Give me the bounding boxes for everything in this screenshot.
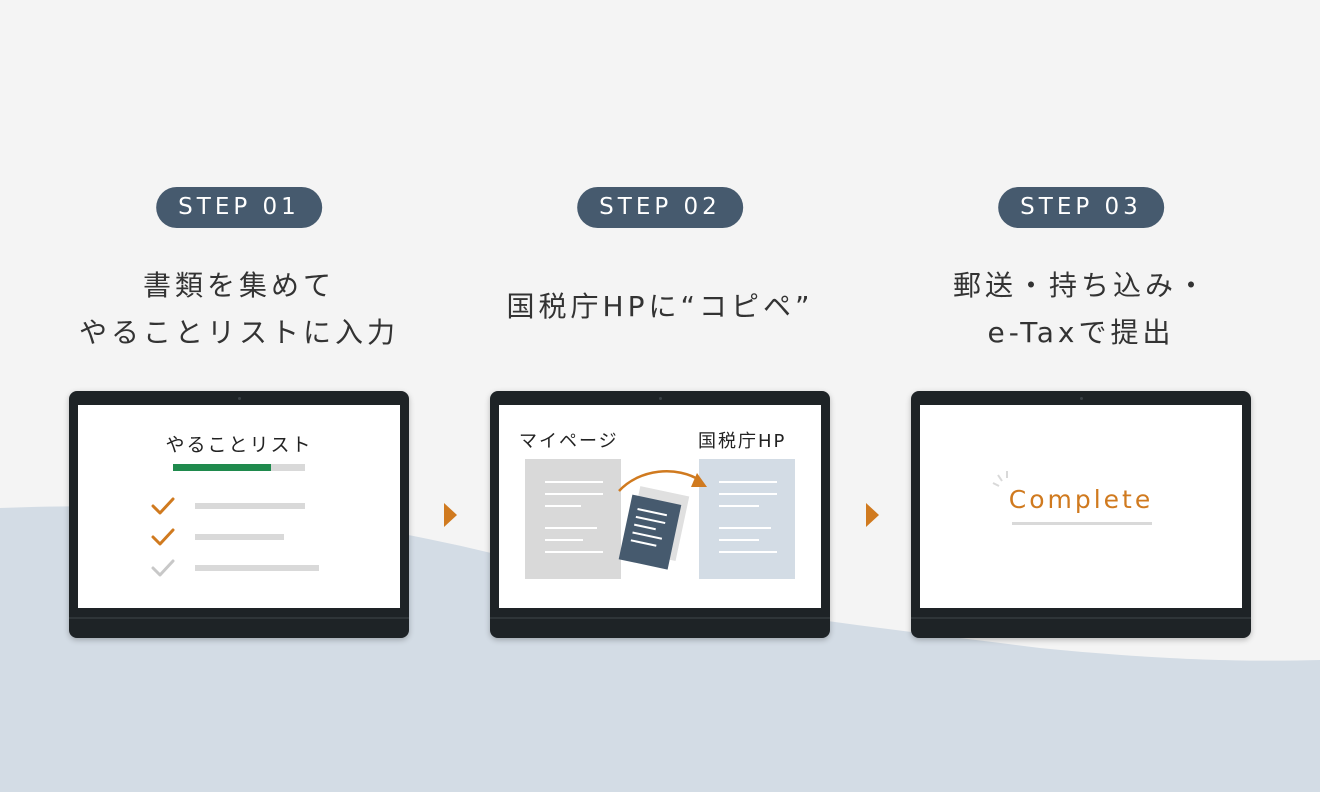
laptop-screen: マイページ 国税庁HP <box>499 405 821 608</box>
camera-dot <box>238 397 241 400</box>
step-02: STEP 02 国税庁HPに“コピペ” マイページ 国税庁HP <box>490 0 830 792</box>
laptop-screen: やることリスト <box>78 405 400 608</box>
laptop: Complete <box>911 391 1251 638</box>
arrow-right-icon <box>866 503 879 527</box>
todo-item <box>150 557 330 579</box>
camera-dot <box>1080 397 1083 400</box>
mypage-label: マイページ <box>519 431 619 452</box>
arrow-right-icon <box>444 503 457 527</box>
todo-item-line <box>195 565 319 571</box>
step-03: STEP 03 郵送・持ち込み・ e-Taxで提出 Complete <box>911 0 1251 792</box>
camera-dot <box>659 397 662 400</box>
todo-item-line <box>195 534 284 540</box>
source-document <box>525 459 621 579</box>
step-title-line2: e-Taxで提出 <box>987 316 1175 349</box>
nta-hp-label: 国税庁HP <box>698 431 787 452</box>
step-01: STEP 01 書類を集めて やることリストに入力 やることリスト <box>69 0 409 792</box>
todo-item <box>150 526 330 548</box>
todo-list-heading: やることリスト <box>165 434 313 456</box>
check-icon <box>151 528 175 546</box>
step-title-line1: 郵送・持ち込み・ <box>952 269 1209 302</box>
progress-bar-fill <box>173 464 271 471</box>
laptop: マイページ 国税庁HP <box>490 391 830 638</box>
laptop: やることリスト <box>69 391 409 638</box>
curved-arrow-icon <box>618 470 707 492</box>
laptop-hinge <box>490 617 830 619</box>
laptop-hinge <box>69 617 409 619</box>
complete-underline <box>1012 522 1152 525</box>
step-title-line1: 書類を集めて <box>142 269 335 302</box>
step-badge: STEP 01 <box>156 187 322 228</box>
progress-bar <box>173 464 305 471</box>
check-icon <box>151 559 175 577</box>
step-badge: STEP 02 <box>577 187 743 228</box>
copied-document-icon <box>618 486 690 570</box>
todo-item <box>150 495 330 517</box>
step-title-line2: やることリストに入力 <box>78 316 399 349</box>
todo-item-line <box>195 503 305 509</box>
step-badge: STEP 03 <box>998 187 1164 228</box>
complete-status-text: Complete <box>1008 485 1154 514</box>
laptop-screen: Complete <box>920 405 1242 608</box>
sparkle-icon <box>992 471 1008 487</box>
destination-document <box>699 459 795 579</box>
step-title: 国税庁HPに“コピペ” <box>506 290 814 323</box>
laptop-hinge <box>911 617 1251 619</box>
check-icon <box>151 497 175 515</box>
